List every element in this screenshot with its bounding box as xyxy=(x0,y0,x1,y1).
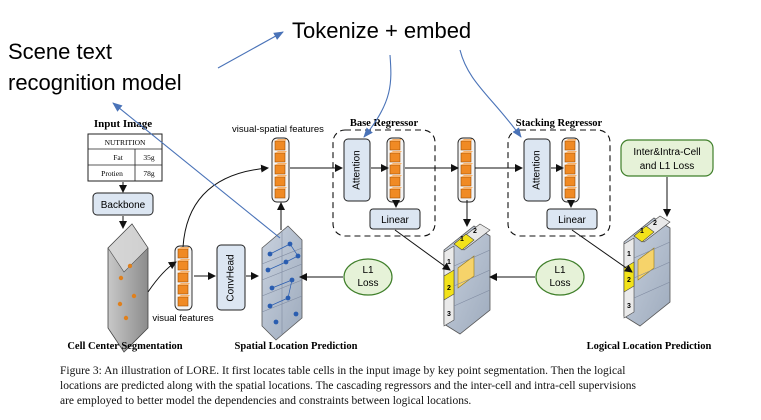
convhead-label: ConvHead xyxy=(226,254,237,301)
scene-text-line2: recognition model xyxy=(8,70,182,95)
stacking-feature-cell xyxy=(564,151,577,163)
grid-row-index: 1 xyxy=(627,251,631,258)
logical-grid-middle: 1 2 1 2 3 xyxy=(443,223,491,335)
nutrition-protein-label: Protien xyxy=(101,169,123,178)
base-feature-cell xyxy=(389,151,402,163)
inter-intra-loss-box xyxy=(620,139,714,177)
center-point xyxy=(118,275,124,281)
middle-feature-cell xyxy=(460,151,473,163)
stacking-attention-box xyxy=(523,138,551,202)
visual-spatial-features-column xyxy=(271,137,290,203)
middle-feature-cell xyxy=(460,175,473,187)
spatial-point xyxy=(293,311,299,317)
base-regressor-column xyxy=(386,137,405,203)
visual-feature-cell xyxy=(177,271,190,283)
base-feature-cell xyxy=(389,187,402,199)
scene-text-line1: Scene text xyxy=(8,39,112,64)
stacking-feature-cell xyxy=(564,187,577,199)
grid-column-index: 2 xyxy=(473,228,477,235)
nutrition-fat-label: Fat xyxy=(113,153,124,162)
figure-caption: Figure 3: An illustration of LORE. It fi… xyxy=(60,364,750,409)
grid-column-index: 2 xyxy=(653,220,657,227)
cell-center-segmentation-label: Cell Center Segmentation xyxy=(67,341,182,352)
stacking-feature-cell xyxy=(564,163,577,175)
stacking-regressor-label: Stacking Regressor xyxy=(516,118,603,129)
l1-loss-left xyxy=(343,258,393,296)
nutrition-header: NUTRITION xyxy=(105,138,146,147)
base-feature-cell xyxy=(389,139,402,151)
spatial-location-prediction-label: Spatial Location Prediction xyxy=(235,341,358,352)
annotation-arrows xyxy=(112,31,522,239)
center-point xyxy=(127,263,133,269)
caption-line3: are employed to better model the depende… xyxy=(60,395,472,407)
inter-intra-line1: Inter&Intra-Cell xyxy=(633,147,700,158)
base-feature-cell xyxy=(389,175,402,187)
stacking-linear-box xyxy=(546,208,598,230)
visual-spatial-feature-cell xyxy=(274,139,287,151)
center-point xyxy=(123,315,129,321)
base-linear-label: Linear xyxy=(381,215,409,226)
nutrition-table: NUTRITION Fat 35g Protien 78g xyxy=(87,133,163,182)
grid-row-index: 1 xyxy=(447,259,451,266)
grid-column-index: 1 xyxy=(460,236,464,243)
stacking-feature-cell xyxy=(564,175,577,187)
visual-spatial-features-label: visual-spatial features xyxy=(232,124,324,135)
grid-row-index: 2 xyxy=(627,277,631,284)
base-attention-label: Attention xyxy=(352,150,363,189)
spatial-location-grid xyxy=(261,225,303,341)
visual-feature-cell xyxy=(177,247,190,259)
visual-features-column xyxy=(174,245,193,311)
stacking-regressor-column xyxy=(561,137,580,203)
cell-center-map xyxy=(107,223,149,353)
nutrition-protein-value: 78g xyxy=(143,169,155,178)
middle-feature-cell xyxy=(460,139,473,151)
backbone-box xyxy=(92,192,154,216)
middle-feature-cell xyxy=(460,187,473,199)
grid-row-index: 3 xyxy=(627,303,631,310)
tokenize-annotation: Tokenize + embed xyxy=(292,18,472,43)
l1-loss-left-line2: Loss xyxy=(357,278,378,289)
stacking-linear-label: Linear xyxy=(558,215,586,226)
base-feature-cell xyxy=(389,163,402,175)
visual-spatial-feature-cell xyxy=(274,151,287,163)
stacking-feature-cell xyxy=(564,139,577,151)
visual-feature-cell xyxy=(177,259,190,271)
l1-loss-right-line2: Loss xyxy=(549,278,570,289)
middle-feature-column xyxy=(457,137,476,203)
l1-loss-left-line1: L1 xyxy=(362,265,374,276)
base-regressor-label: Base Regressor xyxy=(350,118,419,129)
inter-intra-line2: and L1 Loss xyxy=(640,161,695,172)
logical-location-prediction-label: Logical Location Prediction xyxy=(587,341,712,352)
scene-text-annotation: Scene text recognition model xyxy=(8,36,182,98)
base-regressor-box xyxy=(332,129,436,237)
visual-spatial-feature-cell xyxy=(274,163,287,175)
input-image-title: Input Image xyxy=(94,118,152,130)
base-attention-box xyxy=(343,138,371,202)
grid-row-index: 3 xyxy=(447,311,451,318)
flow-arrows xyxy=(147,164,671,293)
stacking-attention-label: Attention xyxy=(532,150,543,189)
center-point xyxy=(131,293,137,299)
grid-column-index: 1 xyxy=(640,228,644,235)
spatial-point xyxy=(273,319,279,325)
caption-line2: locations are predicted along with the s… xyxy=(60,380,636,392)
backbone-label: Backbone xyxy=(101,200,146,211)
visual-features-label: visual features xyxy=(152,313,214,324)
stacking-regressor-box xyxy=(507,129,611,237)
l1-loss-right xyxy=(535,258,585,296)
convhead-box xyxy=(216,244,246,311)
visual-feature-cell xyxy=(177,295,190,307)
visual-feature-cell xyxy=(177,283,190,295)
caption-line1: Figure 3: An illustration of LORE. It fi… xyxy=(60,365,626,377)
visual-spatial-feature-cell xyxy=(274,175,287,187)
grid-row-index: 2 xyxy=(447,285,451,292)
visual-spatial-feature-cell xyxy=(274,187,287,199)
logical-grid-right: 1 2 1 2 3 xyxy=(623,215,671,327)
middle-feature-cell xyxy=(460,163,473,175)
base-linear-box xyxy=(369,208,421,230)
l1-loss-right-line1: L1 xyxy=(554,265,566,276)
center-point xyxy=(117,301,123,307)
nutrition-fat-value: 35g xyxy=(143,153,155,162)
